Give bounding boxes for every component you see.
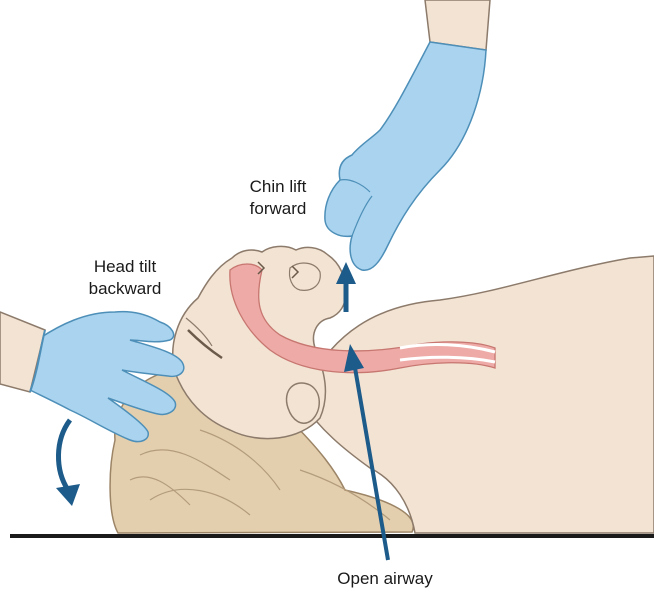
open-airway-label-text: Open airway	[320, 568, 450, 590]
head-tilt-label-line-2: backward	[70, 278, 180, 300]
chin-lift-label-line-1: Chin lift	[228, 176, 328, 198]
head-tilt-arrow	[58, 420, 70, 490]
head-tilt-label-line-1: Head tilt	[70, 256, 180, 278]
chin-lift-label: Chin lift forward	[228, 176, 328, 220]
chin-lift-label-line-2: forward	[228, 198, 328, 220]
open-airway-label: Open airway	[320, 568, 450, 590]
head-tilt-arrow-head	[56, 484, 80, 506]
chin-lift-hand	[325, 42, 486, 270]
head-tilt-label: Head tilt backward	[70, 256, 180, 300]
